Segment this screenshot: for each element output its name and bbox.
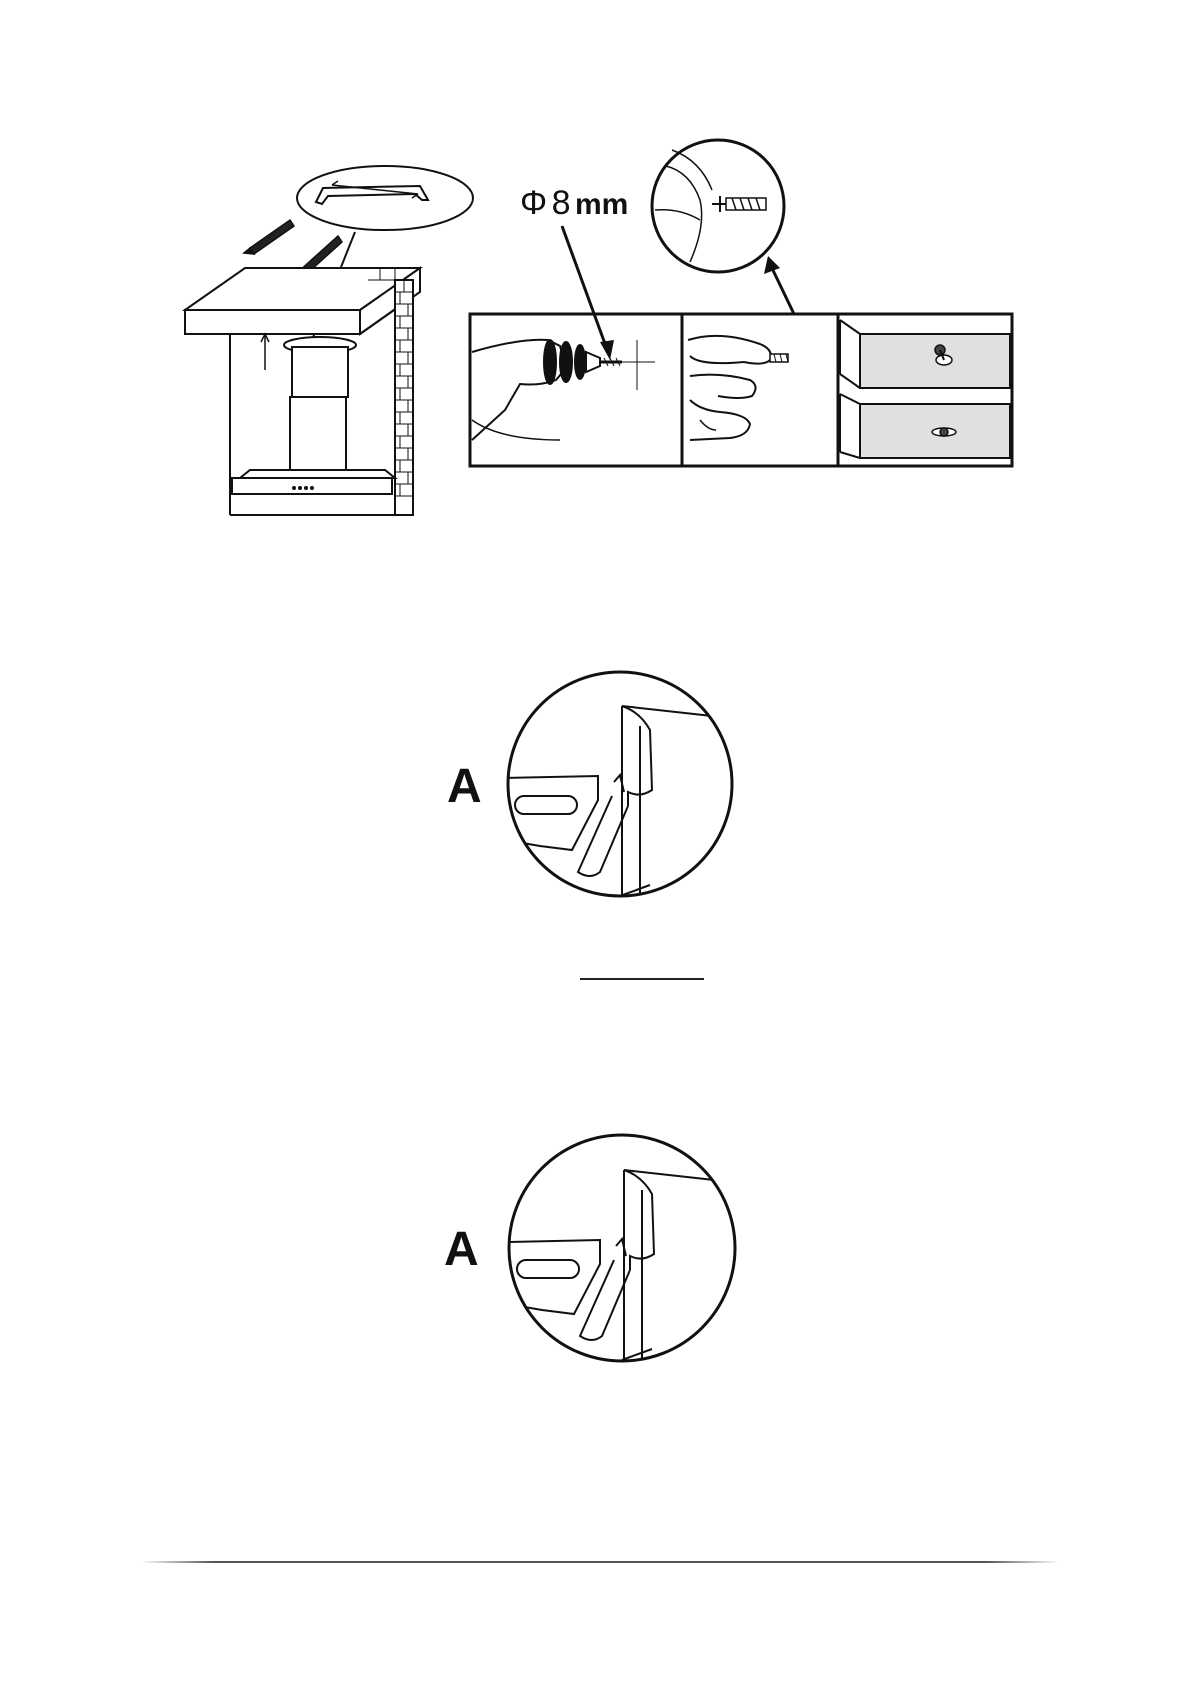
detail-label-a-1: A (447, 759, 482, 814)
underline-mark (580, 978, 704, 980)
diameter-symbol: Φ (520, 184, 547, 222)
wall-plug-icon (712, 196, 766, 212)
diameter-unit: mm (575, 188, 628, 221)
drill-size-label: Φ 8 mm (520, 184, 628, 223)
drill-icon (472, 340, 655, 440)
footer-rule (140, 1561, 1060, 1563)
diameter-value: 8 (552, 184, 571, 222)
detail-label-a-2: A (444, 1222, 479, 1277)
screw-hook-icon (932, 345, 956, 436)
